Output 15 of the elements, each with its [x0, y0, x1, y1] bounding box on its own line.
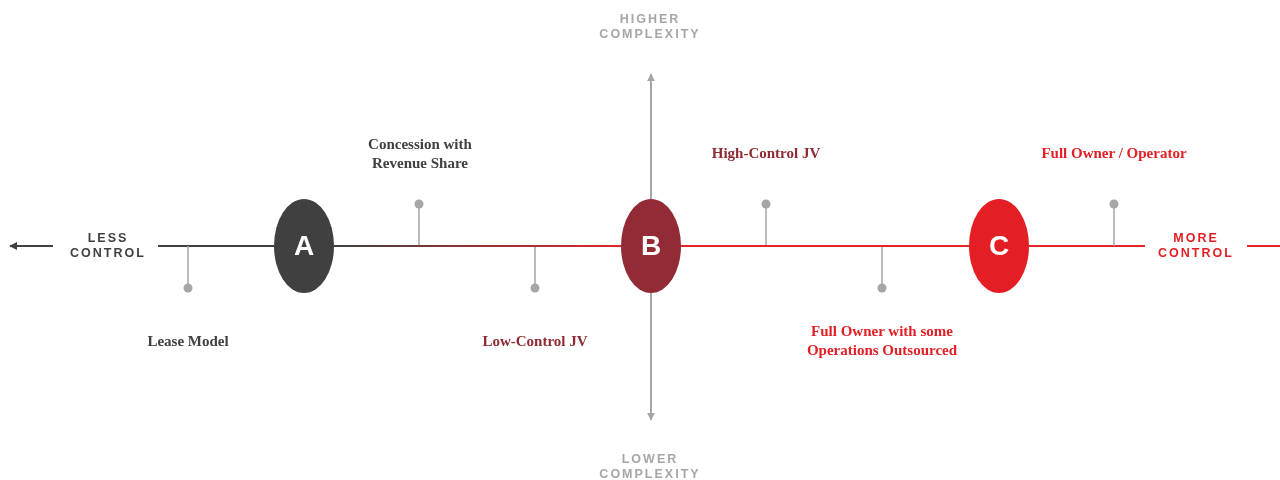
axis-label: LESS CONTROL	[69, 231, 147, 261]
axis-label: MORE CONTROL	[1157, 231, 1235, 261]
connector-line	[333, 245, 622, 247]
axis-label: HIGHER COMPLEXITY	[598, 12, 702, 42]
option-label: High-Control JV	[710, 144, 822, 163]
option-label: Lease Model	[146, 332, 230, 351]
option-label: Full Owner with some Operations Outsourced	[805, 322, 959, 360]
stage-ellipse: A	[274, 199, 334, 293]
axis-label: LOWER COMPLEXITY	[598, 452, 702, 480]
connector-line	[680, 245, 970, 247]
option-label: Concession with Revenue Share	[367, 135, 473, 173]
option-label: Low-Control JV	[481, 332, 589, 351]
stage-ellipse: B	[621, 199, 681, 293]
stage-ellipse: C	[969, 199, 1029, 293]
option-label: Full Owner / Operator	[1040, 144, 1188, 163]
